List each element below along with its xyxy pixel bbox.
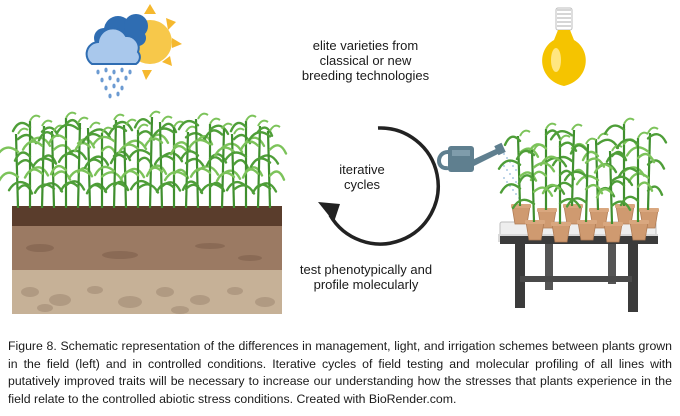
rain-icon (96, 67, 132, 99)
cycle-arrow-icon (318, 126, 440, 246)
potted-plants (497, 117, 668, 225)
field-plants (0, 110, 288, 209)
light-bulb-icon (542, 7, 586, 86)
figure-caption: Figure 8. Schematic representation of th… (8, 339, 672, 406)
phenotyping-label: test phenotypically and profile molecula… (299, 262, 433, 292)
schematic-figure (0, 4, 668, 314)
cloud-icon (85, 14, 148, 65)
iterative-cycles-label: iterative cycles (339, 162, 385, 192)
watering-can-icon (437, 142, 506, 172)
field-soil (12, 206, 282, 314)
breeding-label: elite varieties from classical or new br… (301, 38, 430, 83)
